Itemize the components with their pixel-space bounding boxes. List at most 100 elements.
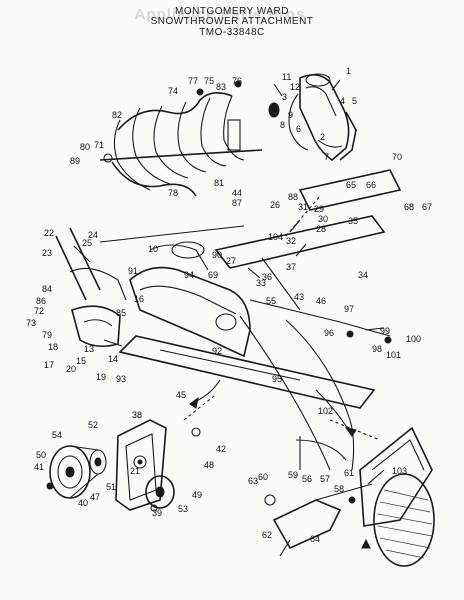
callout-86: 86 (36, 296, 46, 306)
callout-44: 44 (232, 188, 242, 198)
callout-75: 75 (204, 76, 214, 86)
callout-24: 24 (88, 230, 98, 240)
callout-58: 58 (334, 484, 344, 494)
direction-arrows (189, 379, 357, 437)
callout-80: 80 (80, 142, 90, 152)
callout-104: 104 (268, 232, 283, 242)
callout-17: 17 (44, 360, 54, 370)
callout-73: 73 (26, 318, 36, 328)
callout-22: 22 (44, 228, 54, 238)
callout-98: 98 (372, 344, 382, 354)
callout-59: 59 (288, 470, 298, 480)
callout-95: 95 (272, 374, 282, 384)
callout-94: 94 (184, 270, 194, 280)
callout-46: 46 (316, 296, 326, 306)
callout-81: 81 (214, 178, 224, 188)
callout-71: 71 (94, 140, 104, 150)
callout-15: 15 (76, 356, 86, 366)
callout-97: 97 (344, 304, 354, 314)
callout-83: 83 (216, 82, 226, 92)
callout-77: 77 (188, 76, 198, 86)
callout-35: 35 (348, 216, 358, 226)
callout-51: 51 (106, 482, 116, 492)
callout-60: 60 (258, 472, 268, 482)
callout-100: 100 (406, 334, 421, 344)
callout-34: 34 (358, 270, 368, 280)
callout-68: 68 (404, 202, 414, 212)
callout-101: 101 (386, 350, 401, 360)
diagram-title-brand: MONTGOMERY WARD (175, 6, 289, 17)
callout-57: 57 (320, 474, 330, 484)
callout-39: 39 (152, 508, 162, 518)
callout-20: 20 (66, 364, 76, 374)
callout-43: 43 (294, 292, 304, 302)
diagram-title-model: TMO-33848C (199, 27, 265, 38)
callout-76: 76 (232, 76, 242, 86)
tractor-mount-area (264, 426, 435, 567)
callout-45: 45 (176, 390, 186, 400)
callout-21: 21 (130, 466, 140, 476)
callout-28: 28 (316, 224, 326, 234)
callout-82: 82 (112, 110, 122, 120)
callout-54: 54 (52, 430, 62, 440)
callout-66: 66 (366, 180, 376, 190)
frame-rails (55, 169, 402, 409)
small-hardware (46, 80, 392, 512)
callout-49: 49 (192, 490, 202, 500)
callout-23: 23 (42, 248, 52, 258)
callout-55: 55 (266, 296, 276, 306)
callout-4: 4 (340, 96, 345, 106)
callout-26: 26 (270, 200, 280, 210)
callout-87: 87 (232, 198, 242, 208)
callout-36: 36 (262, 272, 272, 282)
callout-40: 40 (78, 498, 88, 508)
chute-deflector (268, 102, 357, 161)
callout-90: 90 (212, 250, 222, 260)
callout-53: 53 (178, 504, 188, 514)
callout-6: 6 (296, 124, 301, 134)
callout-79: 79 (42, 330, 52, 340)
callout-89: 89 (70, 156, 80, 166)
drive-pulley (49, 445, 107, 499)
callout-70: 70 (392, 152, 402, 162)
callout-84: 84 (42, 284, 52, 294)
callout-88: 88 (288, 192, 298, 202)
callout-62: 62 (262, 530, 272, 540)
callout-61: 61 (344, 468, 354, 478)
callout-11: 11 (282, 72, 291, 82)
callout-25: 25 (82, 238, 92, 248)
callout-10: 10 (148, 244, 158, 254)
callout-9: 9 (288, 110, 293, 120)
callout-74: 74 (168, 86, 178, 96)
callout-3: 3 (282, 92, 287, 102)
callout-85: 85 (116, 308, 126, 318)
callout-96: 96 (324, 328, 334, 338)
callout-72: 72 (34, 306, 44, 316)
callout-16: 16 (134, 294, 144, 304)
callout-33: 33 (256, 278, 266, 288)
auger-housing (69, 241, 251, 358)
callout-47: 47 (90, 492, 100, 502)
idler-pulley (145, 475, 175, 509)
callout-41: 41 (34, 462, 44, 472)
callout-19: 19 (96, 372, 106, 382)
callout-8: 8 (280, 120, 285, 130)
callout-92: 92 (212, 346, 222, 356)
callout-13: 13 (84, 344, 94, 354)
watermark: Appliance Parts Pros (134, 6, 306, 23)
diagram-title-product: SNOWTHROWER ATTACHMENT (150, 16, 314, 27)
callout-91: 91 (128, 266, 138, 276)
callout-32: 32 (286, 236, 296, 246)
callout-69: 69 (208, 270, 218, 280)
callout-52: 52 (88, 420, 98, 430)
callout-93: 93 (116, 374, 126, 384)
callout-42: 42 (216, 444, 226, 454)
discharge-chute (288, 73, 350, 162)
callout-38: 38 (132, 410, 142, 420)
leader-lines (73, 79, 385, 485)
callout-7: 7 (324, 152, 329, 162)
callout-64: 64 (310, 534, 320, 544)
